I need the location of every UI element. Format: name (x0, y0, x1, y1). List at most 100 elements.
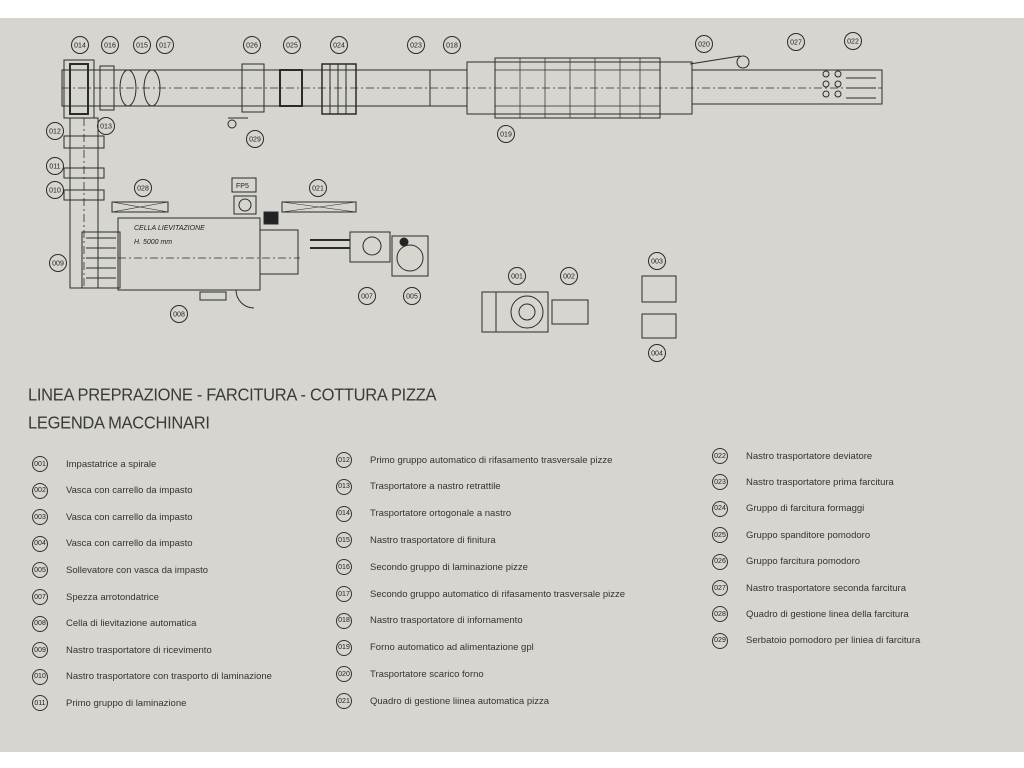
discharge-wheel (736, 55, 750, 69)
legend-code-badge: 005 (32, 562, 48, 579)
tag-circle-024 (330, 36, 348, 54)
legend-code-badge: 019 (336, 639, 352, 656)
legend-description: Trasportatore ortogonale a nastro (370, 508, 512, 520)
station-024 (321, 63, 357, 115)
legend-code-badge: 004 (32, 535, 48, 552)
legend-description: Secondo gruppo automatico di rifasamento… (370, 588, 626, 600)
legend-description: Nastro trasportatore di infornamento (370, 615, 523, 627)
station-015 (119, 69, 137, 107)
station-026 (241, 63, 265, 113)
legend-description: Vasca con carrello da impasto (66, 511, 193, 523)
tag-circle-023 (407, 36, 425, 54)
legend-description: Nastro trasportatore deviatore (746, 450, 873, 462)
station-001 (481, 291, 549, 333)
legend-description: Nastro trasportatore seconda farcitura (746, 582, 906, 594)
tag-circle-019 (497, 125, 515, 143)
legend-code-badge: 020 (336, 666, 352, 683)
legend-code-badge: 010 (32, 668, 48, 685)
legend-description: Quadro di gestione linea della farcitura (746, 608, 909, 620)
legend-code-badge: 003 (32, 509, 48, 526)
legend-description: Nastro trasportatore con trasporto di la… (66, 671, 272, 683)
tag-label-024: 024 (333, 43, 345, 50)
legend-description: Nastro trasportatore prima farcitura (746, 476, 894, 488)
legend-description: Forno automatico ad alimentazione gpl (370, 642, 534, 654)
legend-code-badge: 015 (336, 532, 352, 549)
legend-item: 020 Trasportatore scarico forno (336, 664, 484, 684)
tag-circle-017 (156, 36, 174, 54)
legend-description: Nastro trasportatore di ricevimento (66, 644, 212, 656)
tag-circle-021 (309, 179, 327, 197)
legend-code-badge: 022 (712, 448, 728, 464)
station-010 (63, 189, 105, 201)
tag-circle-028 (134, 179, 152, 197)
legend-item: 009 Nastro trasportatore di ricevimento (32, 640, 212, 660)
tag-label-001: 001 (511, 274, 523, 281)
tag-label-020: 020 (698, 42, 710, 49)
tag-circle-005 (403, 287, 421, 305)
tag-label-010: 010 (49, 188, 61, 195)
legend-item: 010 Nastro trasportatore con trasporto di… (32, 667, 272, 687)
tag-circle-018 (443, 36, 461, 54)
tag-circle-004 (648, 344, 666, 362)
fp5-label: FP5 (236, 183, 249, 190)
legend-description: Gruppo di farcitura formaggi (746, 503, 865, 515)
tag-label-017: 017 (159, 43, 171, 50)
tag-label-009: 009 (52, 261, 64, 268)
tag-circle-008 (170, 305, 188, 323)
tag-circle-022 (844, 32, 862, 50)
door (235, 289, 255, 309)
discharge-conveyor (691, 69, 883, 105)
legend-code-badge: 028 (712, 606, 728, 623)
legend-code-badge: 009 (32, 642, 48, 659)
tag-circle-012 (46, 122, 64, 140)
station-003 (641, 275, 677, 303)
legend-description: Primo gruppo di laminazione (66, 697, 187, 709)
legend-item: 001 Impastatrice a spirale (32, 454, 156, 474)
tag-label-015: 015 (136, 43, 148, 50)
legend-code-badge: 029 (712, 632, 728, 649)
station-017 (143, 69, 161, 107)
legend-description: Trasportatore scarico forno (370, 668, 484, 680)
legend-description: Nastro trasportatore di finitura (370, 534, 496, 546)
legend-item: 028 Quadro di gestione linea della farcit… (712, 604, 909, 624)
tag-label-029: 029 (249, 137, 261, 144)
station-004 (641, 313, 677, 339)
legend-code-badge: 001 (32, 456, 48, 472)
legend-description: Gruppo spanditore pomodoro (746, 529, 871, 541)
legend-code-badge: 013 (336, 478, 352, 495)
station-005 (391, 235, 429, 277)
station-009 (81, 231, 121, 289)
legend-code-badge: 024 (712, 500, 728, 517)
tag-label-002: 002 (563, 274, 575, 281)
legend-description: Sollevatore con vasca da impasto (66, 564, 209, 576)
tag-circle-010 (46, 181, 64, 199)
tag-label-013: 013 (100, 124, 112, 131)
tag-label-026: 026 (246, 43, 258, 50)
tag-label-028: 028 (137, 186, 149, 193)
legend-code-badge: 027 (712, 580, 728, 596)
tag-circle-011 (46, 157, 64, 175)
tag-label-023: 023 (410, 43, 422, 50)
fp5-box (231, 177, 257, 193)
station-025 (279, 69, 303, 107)
discharge-arm (689, 55, 741, 65)
station-011 (63, 167, 105, 179)
tag-label-003: 003 (651, 259, 663, 266)
tag-circle-020 (695, 35, 713, 53)
legend-description: Impastatrice a spirale (66, 458, 157, 470)
station-002 (551, 299, 589, 325)
tag-circle-009 (49, 254, 67, 272)
legend-item: 027 Nastro trasportatore seconda farcitur… (712, 578, 906, 598)
legend-code-badge: 026 (712, 553, 728, 570)
tag-circle-029 (246, 130, 264, 148)
legend-code-badge: 008 (32, 615, 48, 632)
